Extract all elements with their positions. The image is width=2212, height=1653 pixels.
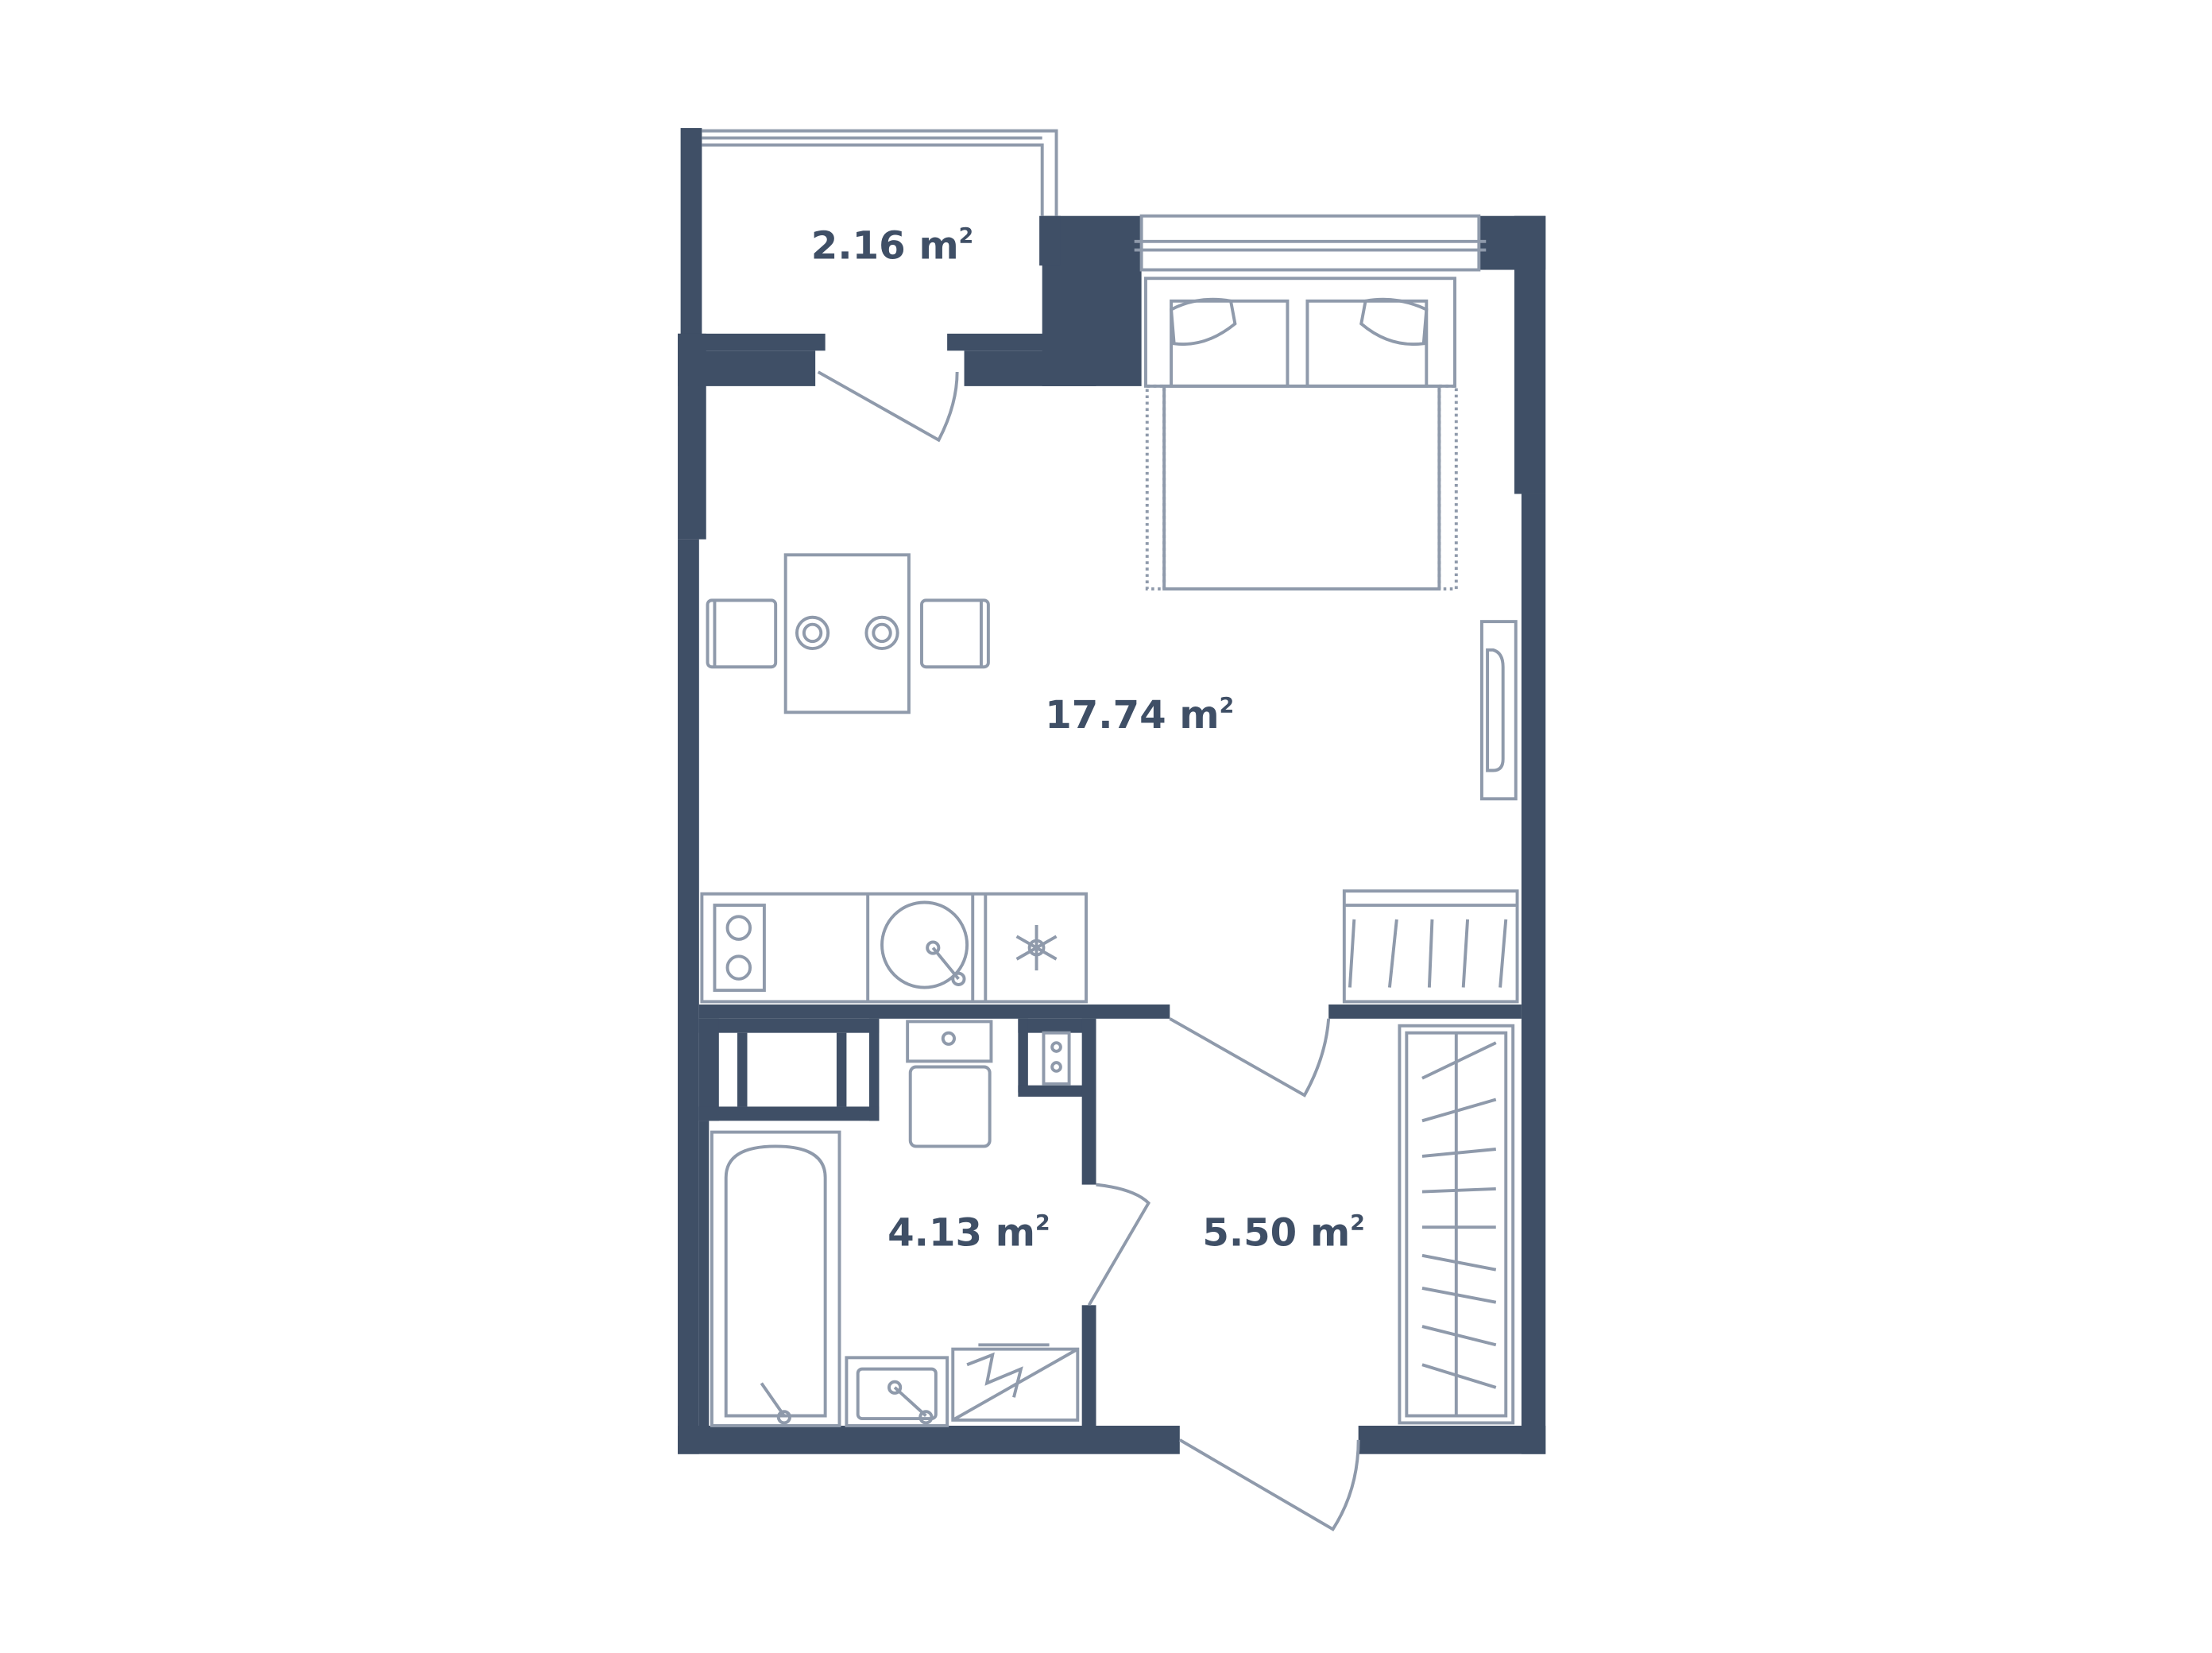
water-heater-icon	[1042, 1031, 1071, 1086]
living-room-area-label: 17.74 m2	[1045, 693, 1234, 737]
bathroom-area-label: 4.13 m2	[888, 1210, 1050, 1255]
kitchen-door	[1169, 1017, 1331, 1097]
bathroom-door	[1087, 1183, 1150, 1307]
hallway-area-label: 5.50 m2	[1202, 1210, 1364, 1255]
toilet-icon	[906, 1020, 993, 1148]
bathtub-icon	[710, 1130, 841, 1427]
window	[1134, 214, 1487, 272]
dining-table-icon	[706, 553, 990, 714]
freezer-icon	[1015, 925, 1058, 971]
wardrobe-icon	[1398, 1024, 1515, 1425]
shoe-rack-icon	[1342, 889, 1519, 1004]
bed-icon	[1144, 277, 1458, 591]
balcony-railing	[702, 129, 1058, 216]
kitchen-counter	[700, 892, 1088, 1004]
sink-icon	[845, 1356, 949, 1427]
washing-machine-icon	[951, 1343, 1080, 1422]
tv-stand-icon	[1479, 620, 1518, 801]
balcony-door	[817, 370, 959, 443]
entrance-door	[1178, 1438, 1360, 1531]
walls	[678, 128, 1546, 1454]
balcony-area-label: 2.16 m2	[811, 223, 973, 268]
